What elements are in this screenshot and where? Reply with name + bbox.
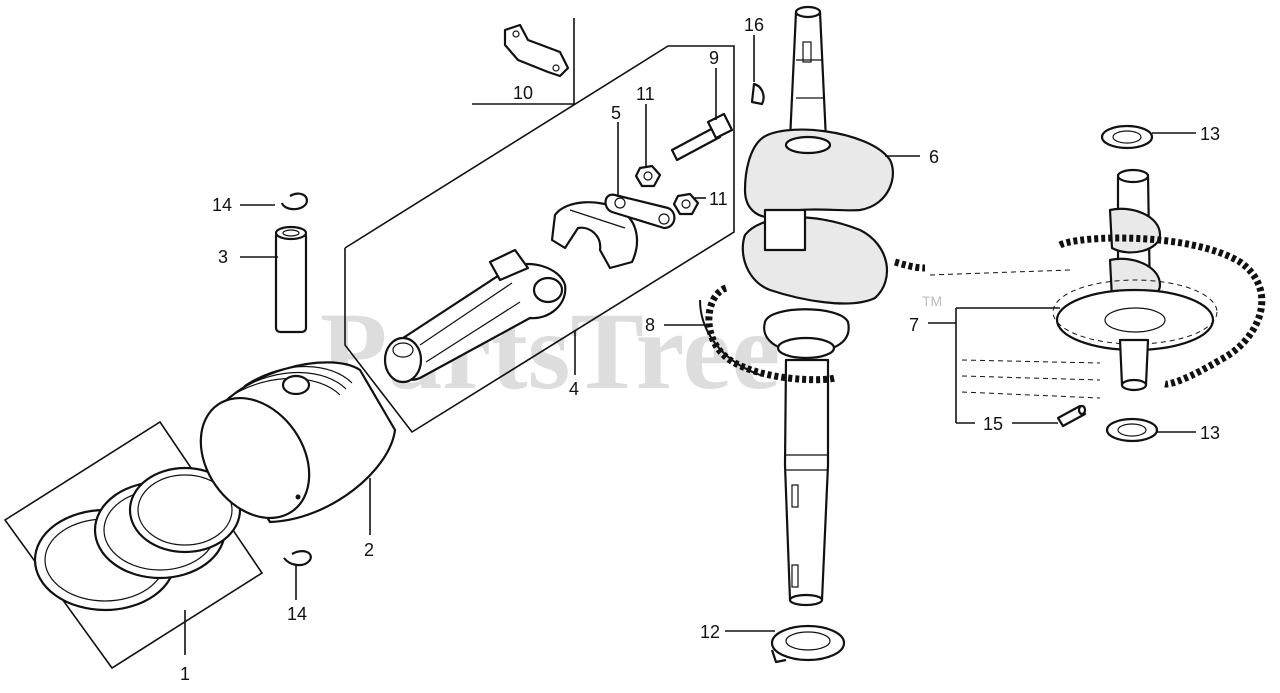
dipper-box xyxy=(472,18,575,105)
callout-10: 10 xyxy=(513,83,533,103)
callout-4: 4 xyxy=(569,379,579,399)
callout-11-lower: 11 xyxy=(709,189,728,209)
callout-11-upper: 11 xyxy=(636,84,655,104)
callout-8: 8 xyxy=(645,315,655,335)
callout-16: 16 xyxy=(744,15,764,35)
camshaft[interactable] xyxy=(1052,168,1218,392)
pin-clip-lower[interactable] xyxy=(283,550,312,567)
lock-plate[interactable] xyxy=(604,193,676,230)
piston-rings[interactable] xyxy=(33,466,242,612)
dowel-pin[interactable] xyxy=(1056,404,1087,428)
callout-14-lower: 14 xyxy=(287,604,307,624)
callout-12: 12 xyxy=(700,622,720,642)
callout-6: 6 xyxy=(929,147,939,167)
crankshaft-washer[interactable] xyxy=(770,624,846,664)
piston[interactable] xyxy=(178,361,397,538)
woodruff-key[interactable] xyxy=(750,82,765,106)
callout-14-upper: 14 xyxy=(212,195,232,215)
callout-3: 3 xyxy=(218,247,228,267)
alignment-line-4 xyxy=(929,269,1071,276)
piston-pin[interactable] xyxy=(274,225,308,334)
rod-cap[interactable] xyxy=(550,201,638,270)
callout-7: 7 xyxy=(909,315,919,335)
callout-5: 5 xyxy=(611,103,621,123)
piston-ring-box xyxy=(3,420,264,670)
rod-bolt[interactable] xyxy=(670,112,734,162)
connecting-rod[interactable] xyxy=(383,248,567,384)
timing-chain[interactable] xyxy=(699,234,1266,388)
oil-dipper[interactable] xyxy=(503,23,570,78)
camshaft-washer-upper[interactable] xyxy=(1100,124,1154,150)
nut-lower[interactable] xyxy=(672,192,700,216)
alignment-line-1 xyxy=(961,359,1101,364)
callout-9: 9 xyxy=(709,48,719,68)
callout-2: 2 xyxy=(364,540,374,560)
pin-clip-upper[interactable] xyxy=(280,192,308,211)
crankshaft[interactable] xyxy=(741,5,894,607)
leader-lines xyxy=(184,35,1196,655)
callout-13-lower: 13 xyxy=(1200,423,1220,443)
trademark-text: TM xyxy=(922,293,942,309)
nut-upper[interactable] xyxy=(634,164,662,188)
callout-13-upper: 13 xyxy=(1200,124,1220,144)
callout-1: 1 xyxy=(180,664,190,684)
camshaft-washer-lower[interactable] xyxy=(1105,417,1159,443)
alignment-line-3 xyxy=(961,391,1101,399)
conrod-group-box xyxy=(344,45,735,434)
callout-15: 15 xyxy=(983,414,1003,434)
alignment-line-2 xyxy=(961,375,1101,381)
